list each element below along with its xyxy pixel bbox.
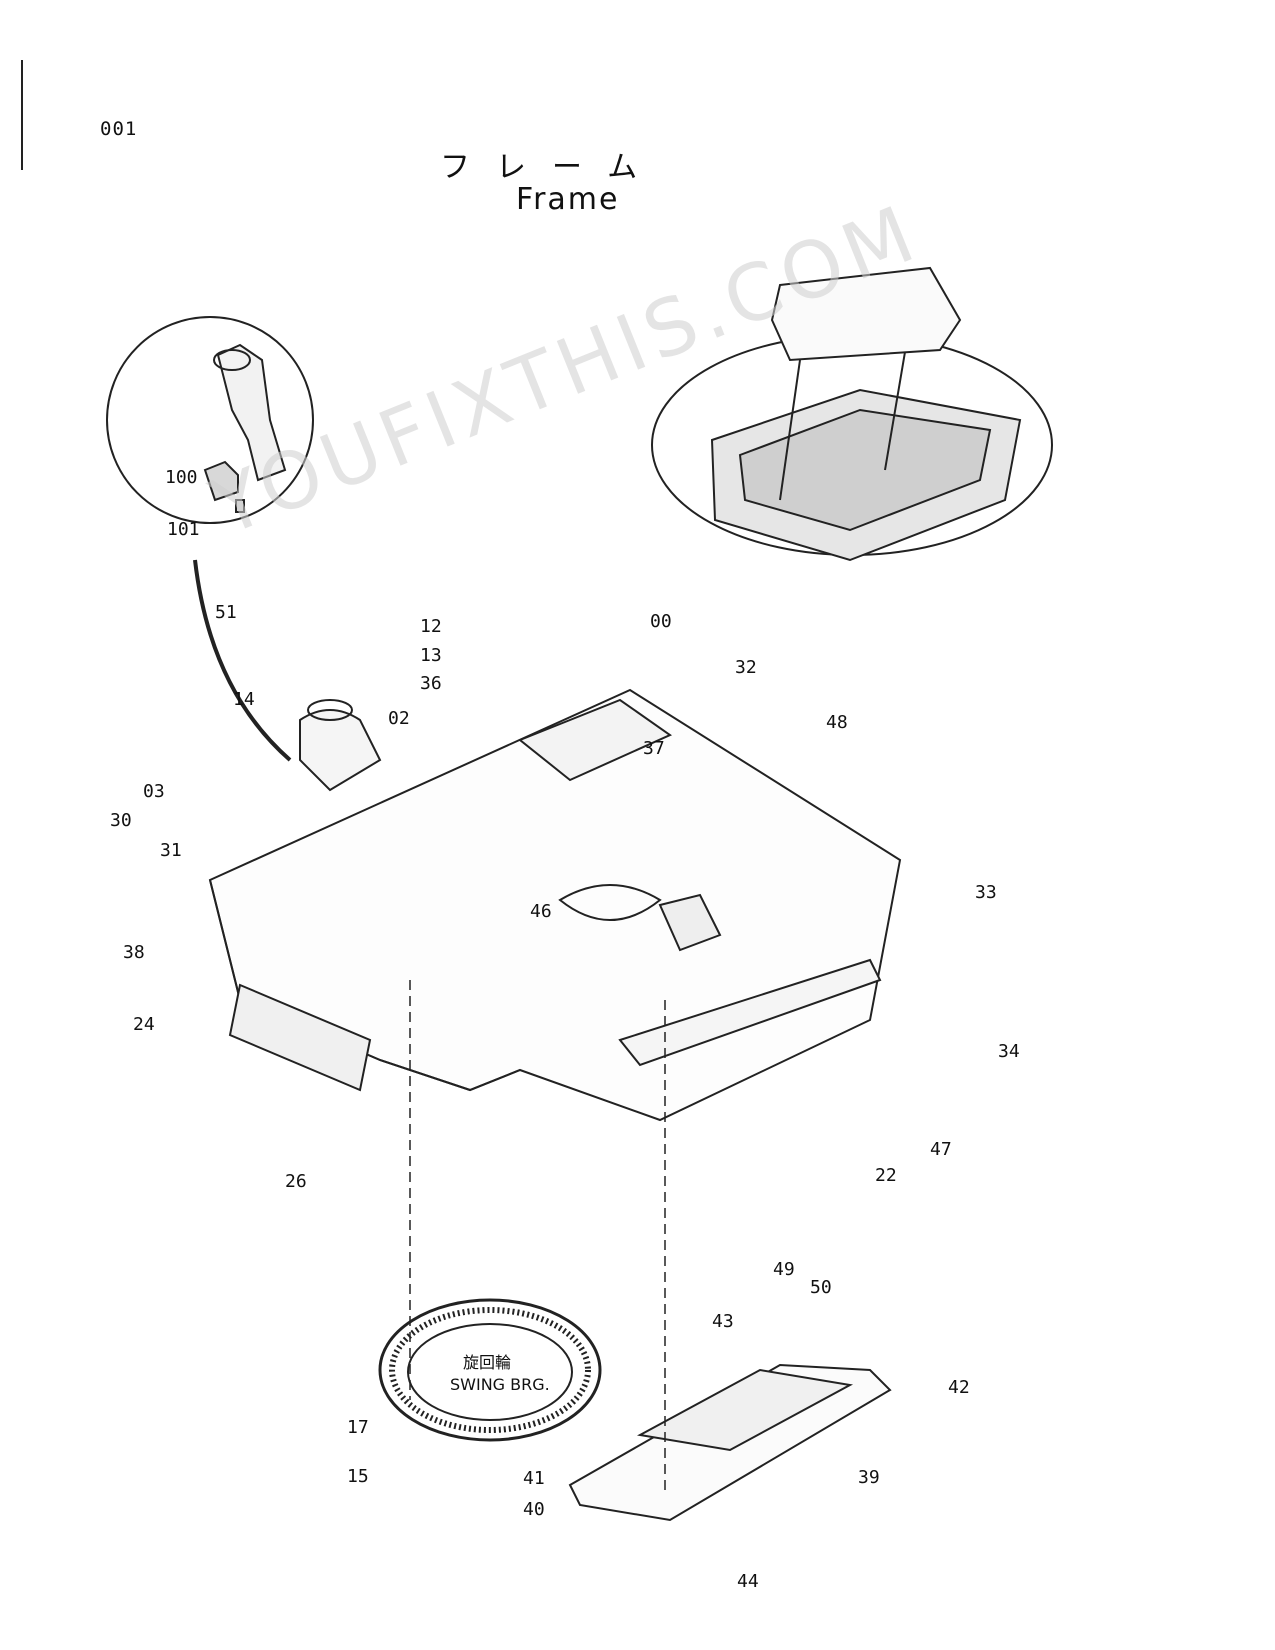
callout-49: 49 bbox=[773, 1259, 795, 1280]
callout-33: 33 bbox=[975, 882, 997, 903]
callout-labels: 00 02 03 12 13 14 15 17 22 24 26 30 31 3… bbox=[110, 467, 1020, 1592]
swing-bearing-ring bbox=[378, 1298, 602, 1442]
assembly-leader-lines bbox=[193, 559, 666, 1490]
machine-overview-illustration bbox=[651, 266, 1053, 562]
callout-36: 36 bbox=[420, 673, 442, 694]
callout-26: 26 bbox=[285, 1171, 307, 1192]
callout-17: 17 bbox=[347, 1417, 369, 1438]
callout-42: 42 bbox=[948, 1377, 970, 1398]
binding-margin-line bbox=[21, 60, 23, 170]
page-number: 001 bbox=[100, 118, 138, 140]
swing-bearing-label-en: SWING BRG. bbox=[450, 1375, 550, 1394]
callout-02: 02 bbox=[388, 708, 410, 729]
callout-12: 12 bbox=[420, 616, 442, 637]
callout-30: 30 bbox=[110, 810, 132, 831]
callout-46: 46 bbox=[530, 901, 552, 922]
callout-31: 31 bbox=[160, 840, 182, 861]
swing-bearing-label-jp: 旋回輪 bbox=[463, 1353, 511, 1372]
callout-51: 51 bbox=[215, 602, 237, 623]
callout-13: 13 bbox=[420, 645, 442, 666]
under-cover-plate bbox=[568, 1363, 892, 1522]
callout-47: 47 bbox=[930, 1139, 952, 1160]
inset-detail bbox=[106, 316, 314, 524]
callout-48: 48 bbox=[826, 712, 848, 733]
callout-14: 14 bbox=[233, 689, 255, 710]
callout-03: 03 bbox=[143, 781, 165, 802]
callout-44: 44 bbox=[737, 1571, 759, 1592]
main-frame-body bbox=[208, 688, 902, 1122]
callout-50: 50 bbox=[810, 1277, 832, 1298]
callout-39: 39 bbox=[858, 1467, 880, 1488]
callout-43: 43 bbox=[712, 1311, 734, 1332]
callout-24: 24 bbox=[133, 1014, 155, 1035]
callout-100: 100 bbox=[165, 467, 198, 488]
callout-32: 32 bbox=[735, 657, 757, 678]
callout-40: 40 bbox=[523, 1499, 545, 1520]
callout-00: 00 bbox=[650, 611, 672, 632]
callout-38: 38 bbox=[123, 942, 145, 963]
callout-101: 101 bbox=[167, 519, 200, 540]
callout-15: 15 bbox=[347, 1466, 369, 1487]
title-english: Frame bbox=[516, 182, 620, 217]
callout-37: 37 bbox=[643, 738, 665, 759]
callout-22: 22 bbox=[875, 1165, 897, 1186]
callout-34: 34 bbox=[998, 1041, 1020, 1062]
title-japanese: フレーム bbox=[440, 150, 664, 185]
callout-41: 41 bbox=[523, 1468, 545, 1489]
